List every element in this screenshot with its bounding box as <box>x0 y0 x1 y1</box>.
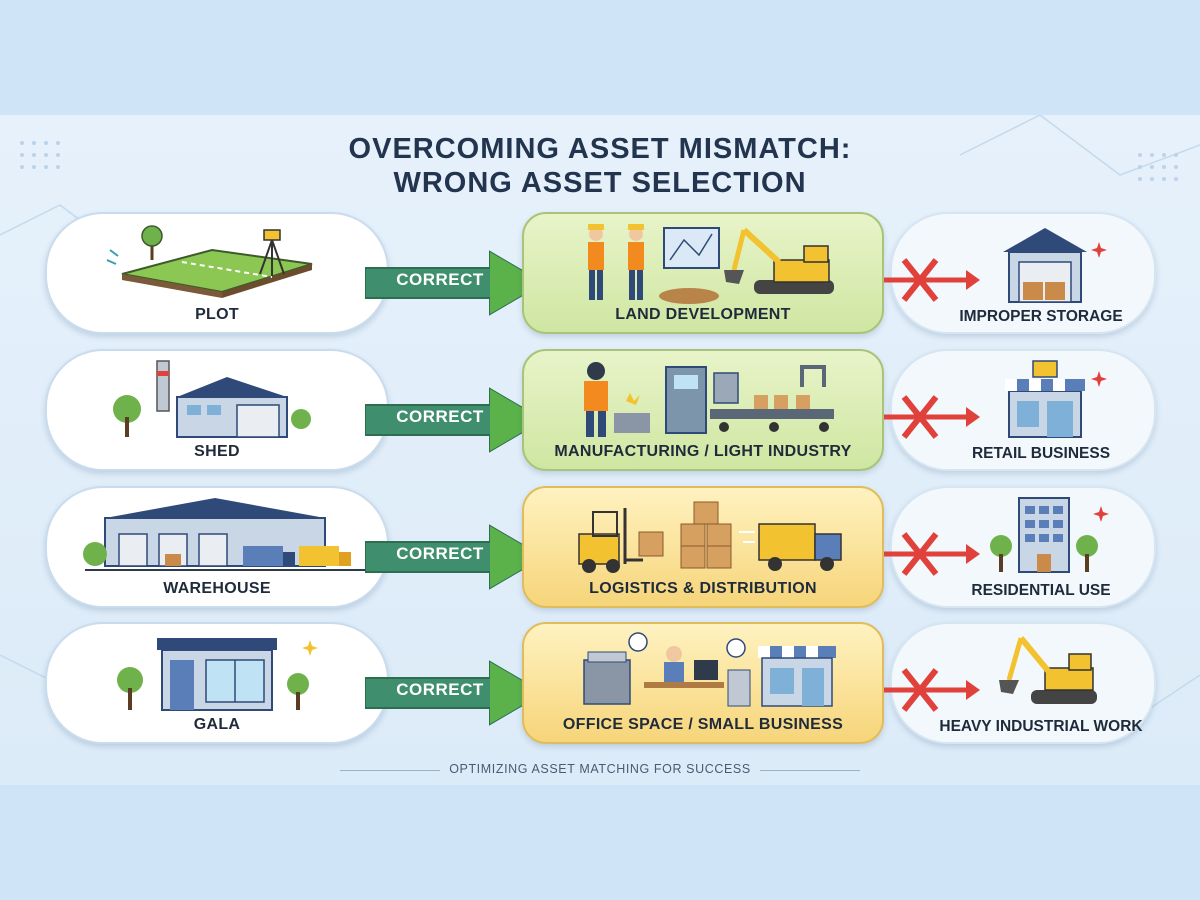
correct-label: CORRECT <box>396 544 484 563</box>
footer-divider-left <box>340 770 440 771</box>
warehouse-trucks-icon <box>83 498 365 571</box>
row-shed: SHED CORRECT MANUFACTURING / LIGHT INDUS… <box>0 349 1200 474</box>
forklift-boxes-truck-icon <box>578 501 842 573</box>
office-desk-storefront-icon <box>583 632 836 707</box>
correct-arrow <box>365 524 545 590</box>
correct-arrow <box>365 250 545 316</box>
correct-use-card: LOGISTICS & DISTRIBUTION <box>522 486 884 608</box>
asset-label: WAREHOUSE <box>163 580 271 597</box>
correct-label: CORRECT <box>396 407 484 426</box>
wrong-use-label: RETAIL BUSINESS <box>971 445 1111 462</box>
asset-label: SHED <box>194 443 240 460</box>
row-warehouse: WAREHOUSE CORRECT LOGISTICS & DISTRIBUTI… <box>0 486 1200 611</box>
correct-arrow <box>365 387 545 453</box>
correct-use-card: OFFICE SPACE / SMALL BUSINESS <box>522 622 884 744</box>
wrong-x-arrow <box>884 395 980 439</box>
factory-shed-icon <box>113 360 311 438</box>
asset-card: WAREHOUSE <box>45 486 389 608</box>
asset-card: SHED <box>45 349 389 471</box>
asset-label: PLOT <box>195 306 239 323</box>
correct-use-label: LOGISTICS & DISTRIBUTION <box>589 580 817 597</box>
row-plot: PLOT CORRECT LAND DEVELOPMENT <box>0 212 1200 337</box>
construction-workers-excavator-icon <box>588 224 834 304</box>
asset-card: GALA <box>45 622 389 744</box>
title-line-1: OVERCOMING ASSET MISMATCH: <box>348 133 852 165</box>
correct-use-label: OFFICE SPACE / SMALL BUSINESS <box>562 716 844 733</box>
title-line-2: WRONG ASSET SELECTION <box>393 167 807 199</box>
wrong-use-label: IMPROPER STORAGE <box>959 308 1123 325</box>
wrong-use-label: HEAVY INDUSTRIAL WORK <box>939 718 1143 735</box>
wrong-x-arrow <box>884 532 980 576</box>
correct-use-label: LAND DEVELOPMENT <box>615 306 791 323</box>
wrong-x-arrow <box>884 258 980 302</box>
correct-arrow <box>365 660 545 726</box>
correct-label: CORRECT <box>396 270 484 289</box>
welder-assembly-line-icon <box>584 362 834 437</box>
wrong-x-arrow <box>884 668 980 712</box>
excavator-icon <box>999 636 1097 704</box>
wrong-use-label: RESIDENTIAL USE <box>971 582 1111 599</box>
plot-land-icon <box>106 225 313 298</box>
correct-use-label: MANUFACTURING / LIGHT INDUSTRY <box>554 443 852 460</box>
correct-use-card: LAND DEVELOPMENT <box>522 212 884 334</box>
apartment-building-icon <box>990 497 1109 573</box>
row-gala: GALA CORRECT OFFICE SPACE / SMALL BUSINE… <box>0 622 1200 747</box>
correct-label: CORRECT <box>396 680 484 699</box>
footer-divider-right <box>760 770 860 771</box>
asset-card: PLOT <box>45 212 389 334</box>
storage-garage-icon <box>1003 228 1107 303</box>
retail-storefront-icon <box>1005 360 1107 438</box>
footer-tagline: OPTIMIZING ASSET MATCHING FOR SUCCESS <box>449 762 751 776</box>
gala-shop-unit-icon <box>117 638 318 711</box>
asset-label: GALA <box>193 716 241 733</box>
correct-use-card: MANUFACTURING / LIGHT INDUSTRY <box>522 349 884 471</box>
